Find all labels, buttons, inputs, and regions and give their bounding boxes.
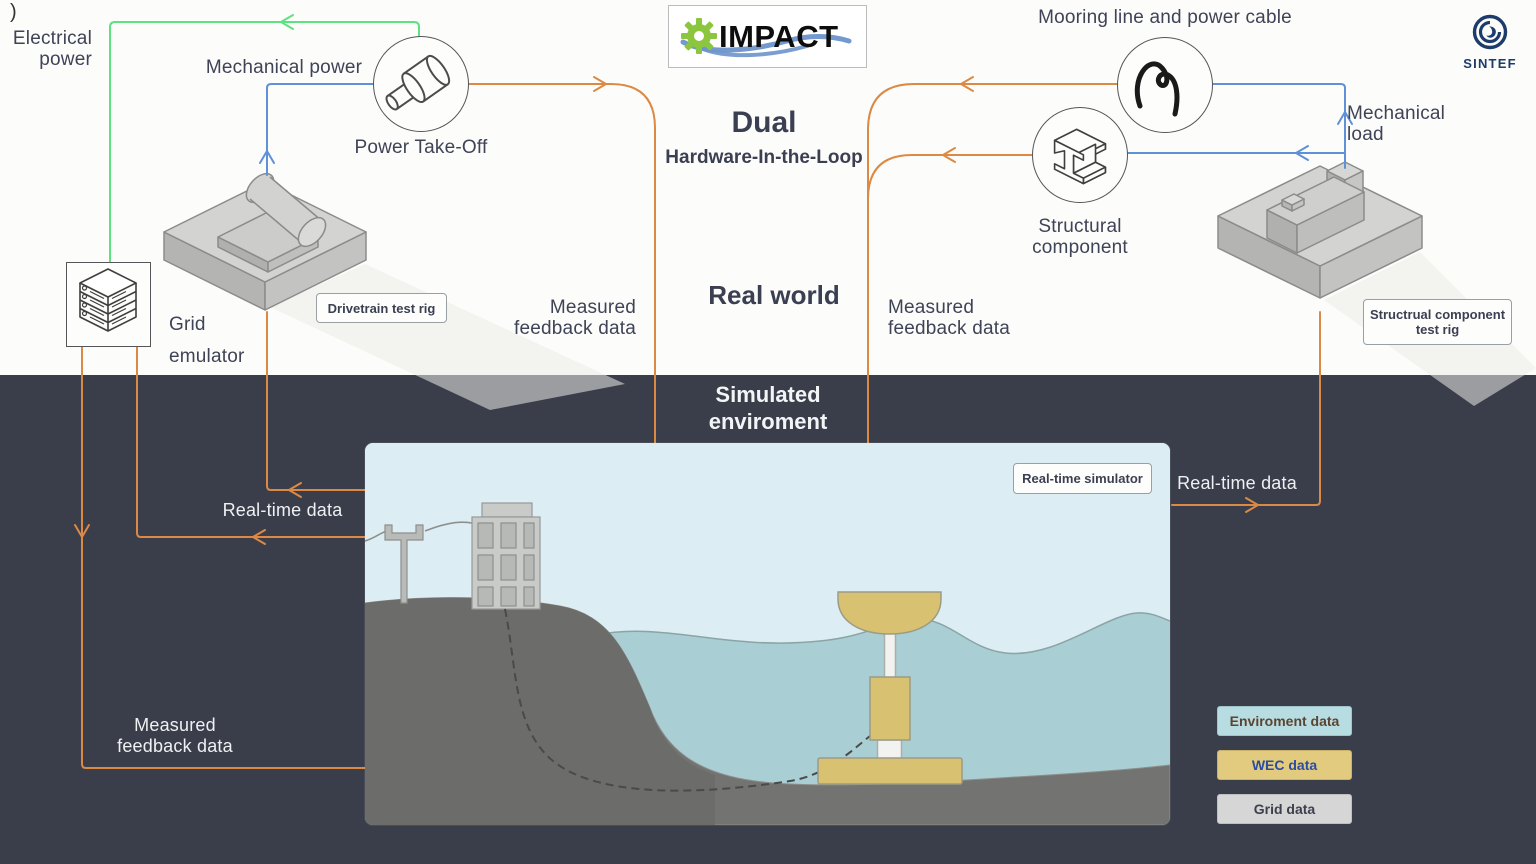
impact-logo-text: IMPACT: [719, 19, 839, 54]
sea-surface: [594, 612, 1170, 655]
shore-building: [471, 502, 541, 610]
gear-icon: [681, 18, 717, 54]
drivetrain-test-rig-tag: Drivetrain test rig: [316, 293, 447, 323]
simulation-scene: [365, 443, 1170, 825]
measured-feedback-bottom-label: Measured feedback data: [117, 715, 233, 756]
hardware-in-the-loop-heading: Hardware-In-the-Loop: [665, 147, 863, 168]
real-world-heading: Real world: [708, 280, 840, 310]
wave-energy-converter: [817, 591, 963, 785]
arrow-up-icon: [259, 150, 275, 164]
mooring-line-squiggle-icon: [1134, 61, 1180, 117]
stray-parenthesis: ): [10, 1, 17, 23]
structural-rig-tag: Structrual component test rig: [1363, 299, 1512, 345]
headland: [365, 597, 715, 825]
arrow-left-icon: [280, 14, 294, 30]
electrical-power-label: Electrical power: [12, 28, 92, 70]
shaft-cylinder-icon: [385, 54, 451, 111]
real-time-simulator-panel: [365, 443, 1170, 825]
simulated-environment-heading: Simulated enviroment: [708, 382, 828, 434]
subsea-cable: [504, 608, 871, 792]
legend-wec-data: WEC data: [1217, 750, 1352, 780]
server-stack-icon: [79, 268, 137, 332]
arrow-left-icon: [1295, 145, 1309, 161]
power-take-off-label: Power Take-Off: [354, 137, 488, 158]
real-time-data-left-label: Real-time data: [222, 500, 343, 520]
structural-component-label: Structural component: [1032, 216, 1128, 258]
arrow-left-icon: [960, 76, 974, 92]
legend-grid-data: Grid data: [1217, 794, 1352, 824]
measured-feedback-right-label: Measured feedback data: [888, 297, 1010, 339]
power-take-off-node: [373, 36, 469, 132]
legend-environment-data: Enviroment data: [1217, 706, 1352, 736]
mechanical-load-label: Mechanical load: [1347, 103, 1446, 145]
structural-component-test-rig: [1217, 161, 1536, 406]
machine-block: [1266, 176, 1365, 254]
real-time-data-right-label: Real-time data: [1177, 473, 1297, 493]
sintef-logo: SINTEF: [1455, 10, 1525, 71]
real-time-simulator-tag: Real-time simulator: [1013, 463, 1152, 494]
dual-heading: Dual: [731, 106, 797, 139]
i-beam-icon: [1053, 128, 1107, 185]
gear-and-wave-icon: [680, 18, 852, 58]
pylon: [384, 524, 424, 604]
swirl-logo-icon: [1472, 14, 1508, 50]
grid-emulator-box: [66, 262, 151, 347]
mooring-line-node: [1117, 37, 1213, 133]
mooring-line-label: Mooring line and power cable: [1038, 7, 1292, 28]
grid-emulator-label: Grid emulator: [169, 314, 245, 367]
load-tower: [1326, 161, 1364, 212]
motor-cylinder: [245, 172, 327, 248]
mechanical-power-label: Mechanical power: [205, 57, 363, 78]
measured-feedback-left-label: Measured feedback data: [514, 297, 636, 339]
arrow-right-icon: [593, 76, 607, 92]
structural-component-node: [1032, 107, 1128, 203]
mechanical-power-line: [259, 83, 374, 176]
arrow-left-icon: [942, 147, 956, 163]
sintef-logo-text: SINTEF: [1463, 56, 1517, 71]
impact-logo: IMPACT: [668, 5, 867, 68]
